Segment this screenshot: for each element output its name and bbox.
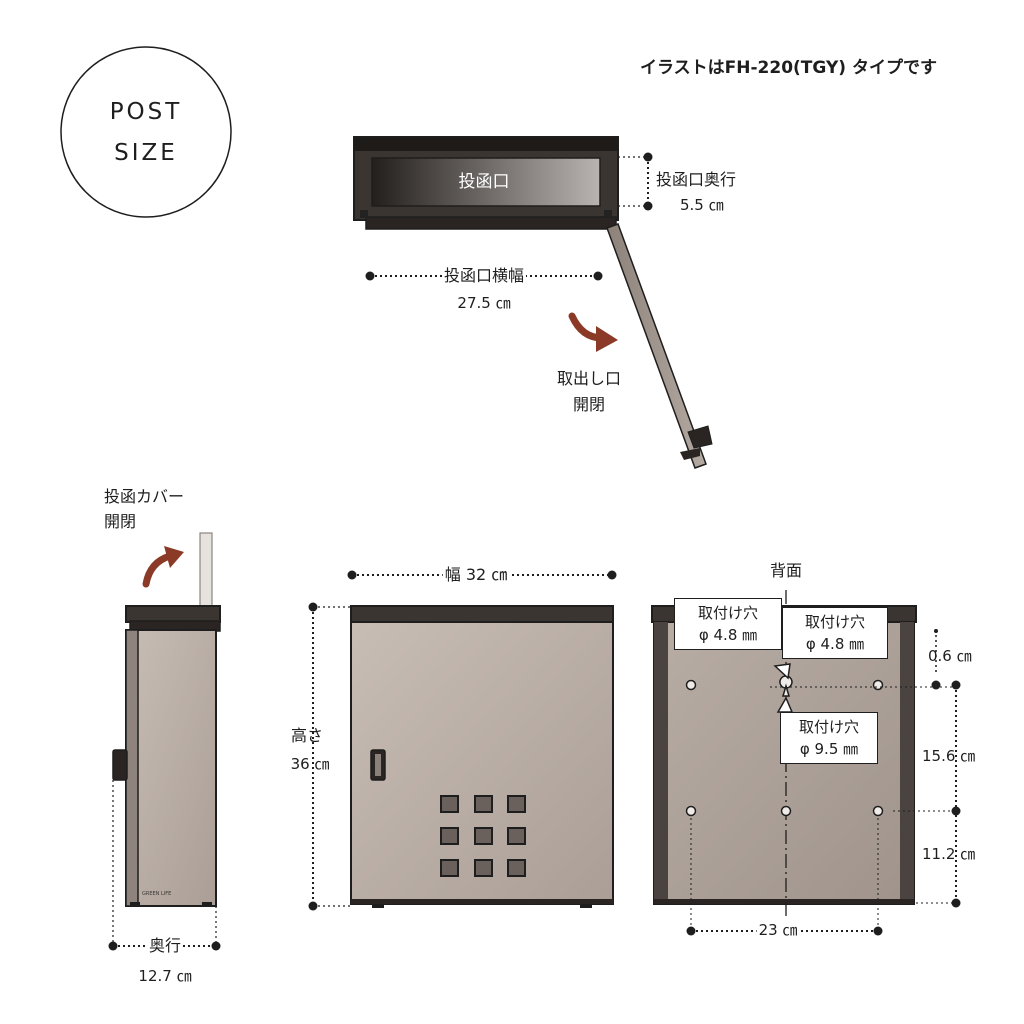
- keyhole: [779, 675, 793, 697]
- slot-label: 投函口: [458, 172, 510, 192]
- brand-mark: GREEN LIFE: [142, 891, 172, 897]
- dim-bottom-offset: 11.2 ㎝: [922, 845, 976, 863]
- front-window-grid: [440, 795, 526, 877]
- side-view-body: [125, 629, 217, 907]
- mail-slot: [371, 157, 601, 207]
- dim-top-offset: 0.6 ㎝: [928, 647, 972, 665]
- callout-hole-center-line2: φ 4.8 ㎜: [805, 635, 865, 653]
- cover-open-label-1: 投函カバー: [104, 487, 185, 506]
- callout-hole-center-line1: 取付け穴: [804, 613, 865, 631]
- cover-open-label-2: 開閉: [104, 512, 137, 531]
- callout-hole-center: 取付け穴 φ 4.8 ㎜: [782, 607, 888, 659]
- cover-open: [199, 532, 213, 610]
- back-view-title: 背面: [769, 561, 803, 580]
- side-depth-label: 奥行: [146, 936, 184, 956]
- cover-open-arrow: [142, 552, 174, 588]
- front-view: [308, 570, 617, 911]
- callout-keyhole: 取付け穴 φ 9.5 ㎜: [780, 712, 878, 764]
- open-door-rod: [606, 223, 707, 469]
- top-view-lid: [354, 137, 618, 151]
- side-depth-value: 12.7 ㎝: [138, 967, 192, 985]
- callout-keyhole-line1: 取付け穴: [798, 718, 859, 736]
- badge-circle: [60, 46, 232, 218]
- side-view-handle: [112, 749, 128, 781]
- door-latch: [687, 425, 713, 449]
- slot-depth-label: 投函口奥行: [656, 170, 737, 189]
- badge-line-2: SIZE: [114, 140, 178, 166]
- callout-keyhole-line2: φ 9.5 ㎜: [799, 740, 859, 758]
- top-view-base: [365, 216, 617, 230]
- front-view-top: [350, 605, 614, 623]
- slot-depth-value: 5.5 ㎝: [680, 196, 724, 214]
- door-open-label-1: 取出し口: [556, 369, 622, 388]
- dim-hole-spacing-vertical: 15.6 ㎝: [922, 747, 976, 765]
- side-view-top: [125, 605, 221, 623]
- badge-line-1: POST: [109, 99, 183, 125]
- callout-hole-left: 取付け穴 φ 4.8 ㎜: [674, 598, 782, 650]
- dim-hole-spacing-horizontal: 23 ㎝: [756, 920, 800, 940]
- illustration-note: イラストはFH-220(TGY) タイプです: [640, 58, 937, 78]
- callout-hole-left-line1: 取付け穴: [697, 604, 758, 622]
- side-view: [108, 532, 221, 951]
- front-view-body: [350, 621, 614, 905]
- front-height-value: 36 ㎝: [290, 755, 330, 773]
- front-height-label: 高さ: [290, 726, 324, 745]
- callout-hole-left-line2: φ 4.8 ㎜: [698, 626, 758, 644]
- slot-width-label: 投函口横幅: [441, 266, 527, 286]
- front-width-label: 幅 32 ㎝: [442, 565, 510, 585]
- door-open-label-2: 開閉: [572, 395, 606, 414]
- top-view: [353, 136, 713, 469]
- slot-width-value: 27.5 ㎝: [457, 294, 511, 312]
